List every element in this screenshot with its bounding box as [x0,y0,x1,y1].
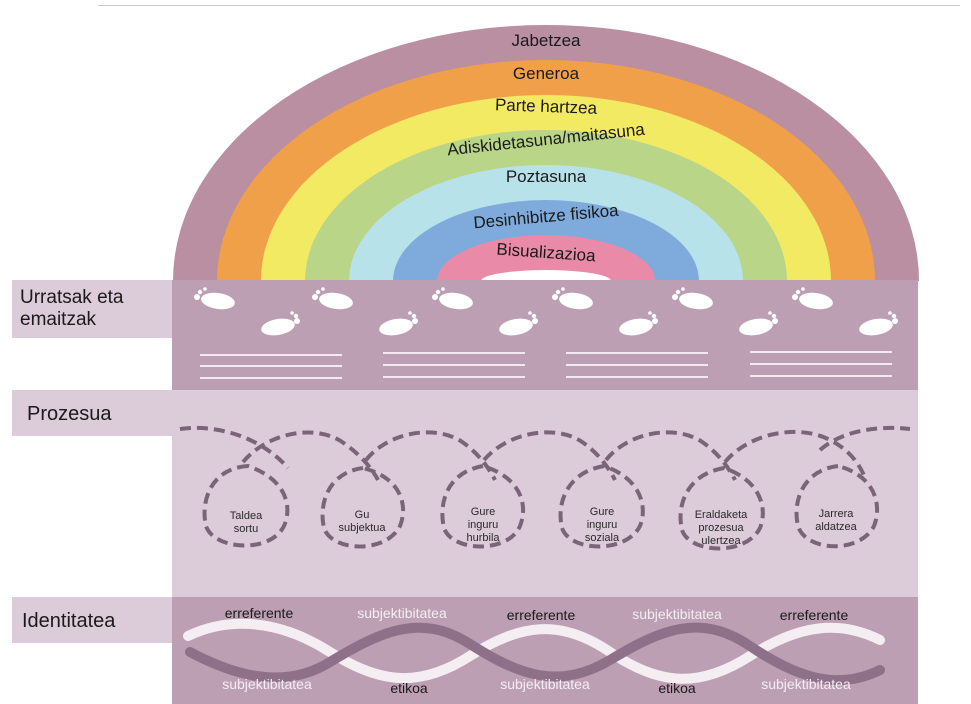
rainbow-inner [481,270,611,281]
loop-label-line: inguru [468,519,499,531]
identity-label-box [12,597,172,643]
steps-label-line1: Urratsak eta [20,287,124,308]
top-divider-line [98,5,960,6]
steps-label-box [12,280,172,338]
process-label: Prozesua [27,403,112,425]
footprint-icon [261,311,300,336]
footprint-icon [194,287,235,310]
footprint-icon [379,311,418,336]
rainbow-band-bisualizazioa [437,235,655,281]
loop-label-line: Gure [471,506,495,518]
identity-top-word: subjektibitatea [357,605,447,621]
identity-bottom-word: etikoa [390,680,428,696]
process-label-box [12,390,172,436]
footprint-icon [792,287,833,310]
loop-label-line: Taldea [230,510,263,522]
loop-label-line: Eraldaketa [695,509,748,521]
process-band [172,390,918,597]
identity-bottom-word: subjektibitatea [500,676,590,692]
footprint-icon [672,287,713,310]
footprint-icon [432,287,473,310]
process-loop-bubbles [202,463,879,551]
band-label-parte-hartzea: Parte hartzea [495,95,598,118]
loop-label-line: ulertzea [701,535,741,547]
loop-label-line: hurbila [466,532,500,544]
identity-label: Identitatea [22,610,116,632]
identity-top-word: erreferente [507,607,576,623]
footprint-icon [552,287,593,310]
identity-wave-dark [185,622,885,686]
loop-label-line: sortu [234,523,258,535]
loop-label-line: Gu [355,509,370,521]
loop-label-line: Jarrera [819,508,855,520]
footprint-icon [499,311,538,336]
band-label-poztasuna: Poztasuna [506,167,587,186]
identity-band [172,597,918,704]
identity-wave-light [183,618,885,684]
steps-label-line2: emaitzak [20,309,97,330]
identity-bottom-word: etikoa [658,680,696,696]
loop-label-line: aldatzea [815,521,857,533]
loop-label-line: subjektua [338,522,386,534]
identity-top-word: subjektibitatea [632,606,722,622]
loop-label-line: soziala [585,532,620,544]
identity-top-word: erreferente [780,607,849,623]
footprint-icon [619,311,658,336]
loop-label-line: prozesua [698,522,744,534]
band-label-jabetzea: Jabetzea [512,31,582,50]
identity-top-word: erreferente [225,605,294,621]
footprint-icon [859,311,898,336]
footprint-icon [739,311,778,336]
band-label-generoa: Generoa [513,64,580,83]
result-lines [200,351,892,379]
identity-bottom-word: subjektibitatea [761,676,851,692]
loop-label-line: inguru [587,519,618,531]
loop-label-line: Gure [590,506,614,518]
footprint-icon [312,287,353,310]
footprints [194,287,898,336]
identity-bottom-word: subjektibitatea [222,676,312,692]
rainbow [173,25,919,281]
